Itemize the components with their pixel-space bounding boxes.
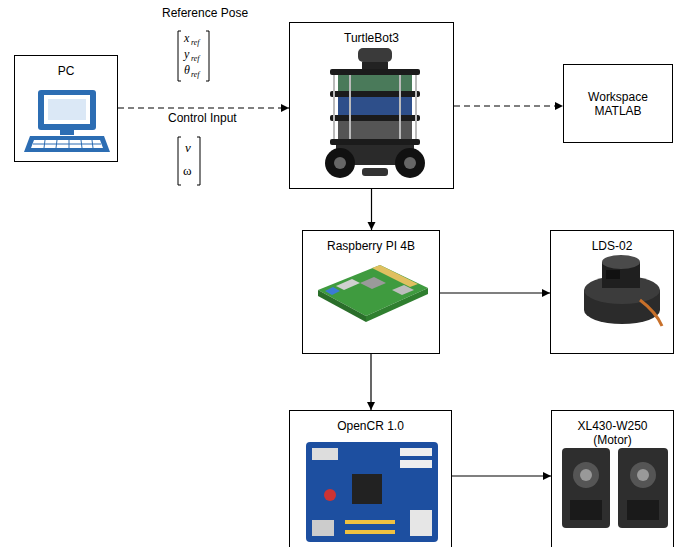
wireless-link — [454, 105, 563, 106]
component-name: Workspace MATLAB — [578, 90, 658, 118]
wired-link — [370, 354, 371, 410]
matrix-entry: ω — [183, 163, 192, 178]
component-box: Raspberry PI 4B — [302, 230, 440, 354]
component-box: TurtleBot3 — [289, 22, 454, 189]
matrix-entry: v — [185, 140, 191, 155]
opencr-illustration — [306, 442, 438, 542]
matrix-entry: ref — [191, 54, 200, 64]
signal-label: Control Input — [168, 111, 237, 125]
component-name: Raspberry PI 4B — [327, 239, 415, 253]
component-box: OpenCR 1.0 — [289, 410, 452, 547]
component-box: LDS-02 — [550, 230, 674, 354]
arrowhead — [368, 222, 376, 230]
edge-label: Reference Pose — [160, 6, 250, 20]
matrix-entry: θ — [184, 63, 190, 77]
matrix-entry: ref — [191, 38, 200, 48]
wired-link — [452, 475, 551, 476]
wired-link — [440, 292, 550, 293]
component-name: XL430-W250 (Motor) — [558, 419, 668, 447]
component-name: PC — [58, 64, 75, 78]
component-box: PC — [14, 55, 118, 162]
arrowhead — [542, 289, 550, 297]
motor-illustration — [562, 448, 668, 528]
raspberry-pi-illustration — [318, 265, 428, 322]
matrix-entry: ref — [191, 70, 200, 80]
component-box: XL430-W250 (Motor) — [551, 410, 674, 547]
component-box: Workspace MATLAB — [563, 64, 673, 143]
arrowhead — [367, 402, 375, 410]
arrowhead — [555, 102, 563, 110]
matrix-entry: y — [184, 47, 189, 61]
wireless-link — [118, 107, 289, 108]
component-name: OpenCR 1.0 — [337, 419, 404, 433]
matrix-entry: x — [184, 31, 189, 45]
arrowhead — [281, 104, 289, 112]
component-name: TurtleBot3 — [344, 31, 399, 45]
lidar-illustration — [584, 255, 662, 326]
component-name: LDS-02 — [592, 239, 633, 253]
arrowhead — [543, 472, 551, 480]
computer-icon — [24, 90, 110, 152]
turtlebot-illustration — [325, 48, 425, 178]
